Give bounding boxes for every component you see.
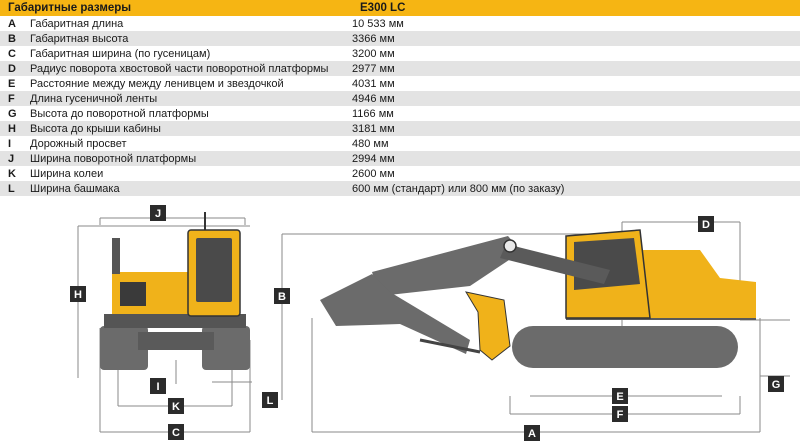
table-row: L Ширина башмака 600 мм (стандарт) или 8…: [0, 181, 800, 196]
table-row: J Ширина поворотной платформы 2994 мм: [0, 151, 800, 166]
row-letter: A: [8, 17, 16, 30]
excavator-side-view: [320, 229, 756, 368]
model-name: E300 LC: [352, 0, 800, 16]
row-label: Высота до крыши кабины: [30, 121, 352, 136]
row-letter: F: [0, 91, 30, 106]
svg-text:C: C: [172, 427, 180, 439]
table-row: I Дорожный просвет 480 мм: [0, 136, 800, 151]
svg-text:A: A: [528, 428, 536, 440]
svg-text:I: I: [156, 381, 159, 393]
row-letter: J: [0, 151, 30, 166]
row-value: 10 533 мм: [352, 17, 404, 30]
row-value: 2994 мм: [352, 151, 800, 166]
table-row: B Габаритная высота 3366 мм: [0, 31, 800, 46]
row-letter: H: [0, 121, 30, 136]
row-value: 1166 мм: [352, 107, 394, 120]
label-box-c: C: [168, 424, 184, 440]
table-row: E Расстояние между между ленивцем и звез…: [0, 76, 800, 91]
row-letter: B: [0, 31, 30, 46]
excavator-front-view: [100, 212, 250, 370]
row-label: Габаритная высота: [30, 31, 352, 46]
row-value: 3181 мм: [352, 121, 800, 136]
row-label: Габаритная ширина (по гусеницам): [30, 47, 211, 60]
svg-text:F: F: [617, 409, 624, 421]
table-row: H Высота до крыши кабины 3181 мм: [0, 121, 800, 136]
label-box-g: G: [768, 376, 784, 392]
label-box-f: F: [612, 406, 628, 422]
label-box-b: B: [274, 288, 290, 304]
row-label: Ширина поворотной платформы: [30, 151, 352, 166]
table-title: Габаритные размеры: [0, 0, 352, 16]
svg-text:B: B: [278, 291, 286, 303]
label-box-e: E: [612, 388, 628, 404]
table-header-row: Габаритные размеры E300 LC: [0, 0, 800, 16]
row-value: 600 мм (стандарт) или 800 мм (по заказу): [352, 181, 800, 196]
row-letter: L: [0, 181, 30, 196]
svg-text:H: H: [74, 289, 82, 301]
label-box-i: I: [150, 378, 166, 394]
row-value: 4946 мм: [352, 91, 800, 106]
label-box-d: D: [698, 216, 714, 232]
label-box-j: J: [150, 205, 166, 221]
table-row: F Длина гусеничной ленты 4946 мм: [0, 91, 800, 106]
row-letter: G: [8, 107, 17, 120]
svg-text:L: L: [267, 395, 274, 407]
table-row: C Габаритная ширина (по гусеницам) 3200 …: [0, 46, 800, 61]
row-value: 2600 мм: [352, 167, 395, 180]
row-label: Габаритная длина: [30, 17, 124, 30]
row-value: 4031 мм: [352, 77, 395, 90]
svg-text:D: D: [702, 219, 710, 231]
label-box-a: A: [524, 425, 540, 441]
row-label: Радиус поворота хвостовой части поворотн…: [30, 61, 352, 76]
row-value: 3200 мм: [352, 47, 395, 60]
row-value: 2977 мм: [352, 61, 800, 76]
table-row: K Ширина колеи 2600 мм: [0, 166, 800, 181]
dimensions-table: Габаритные размеры E300 LC A Габаритная …: [0, 0, 800, 196]
row-label: Высота до поворотной платформы: [30, 107, 209, 120]
svg-text:K: K: [172, 401, 180, 413]
row-letter: I: [8, 137, 12, 150]
label-box-l: L: [262, 392, 278, 408]
table-row: D Радиус поворота хвостовой части поворо…: [0, 61, 800, 76]
row-value: 3366 мм: [352, 31, 800, 46]
row-letter: D: [0, 61, 30, 76]
dimensions-diagram: H J I K L C B D: [70, 205, 790, 441]
row-value: 480 мм: [352, 137, 389, 150]
label-boxes: H J I K L C B D: [70, 205, 784, 441]
svg-text:G: G: [772, 379, 781, 391]
row-letter: K: [8, 167, 16, 180]
table-row: A Габаритная длина 10 533 мм: [0, 16, 800, 31]
row-label: Расстояние между между ленивцем и звездо…: [30, 77, 284, 90]
table-row: G Высота до поворотной платформы 1166 мм: [0, 106, 800, 121]
label-box-k: K: [168, 398, 184, 414]
row-letter: E: [8, 77, 16, 90]
svg-text:J: J: [155, 208, 161, 220]
row-letter: C: [8, 47, 16, 60]
row-label: Дорожный просвет: [30, 137, 127, 150]
row-label: Ширина колеи: [30, 167, 104, 180]
label-box-h: H: [70, 286, 86, 302]
svg-text:E: E: [616, 391, 623, 403]
row-label: Ширина башмака: [30, 181, 352, 196]
row-label: Длина гусеничной ленты: [30, 91, 352, 106]
